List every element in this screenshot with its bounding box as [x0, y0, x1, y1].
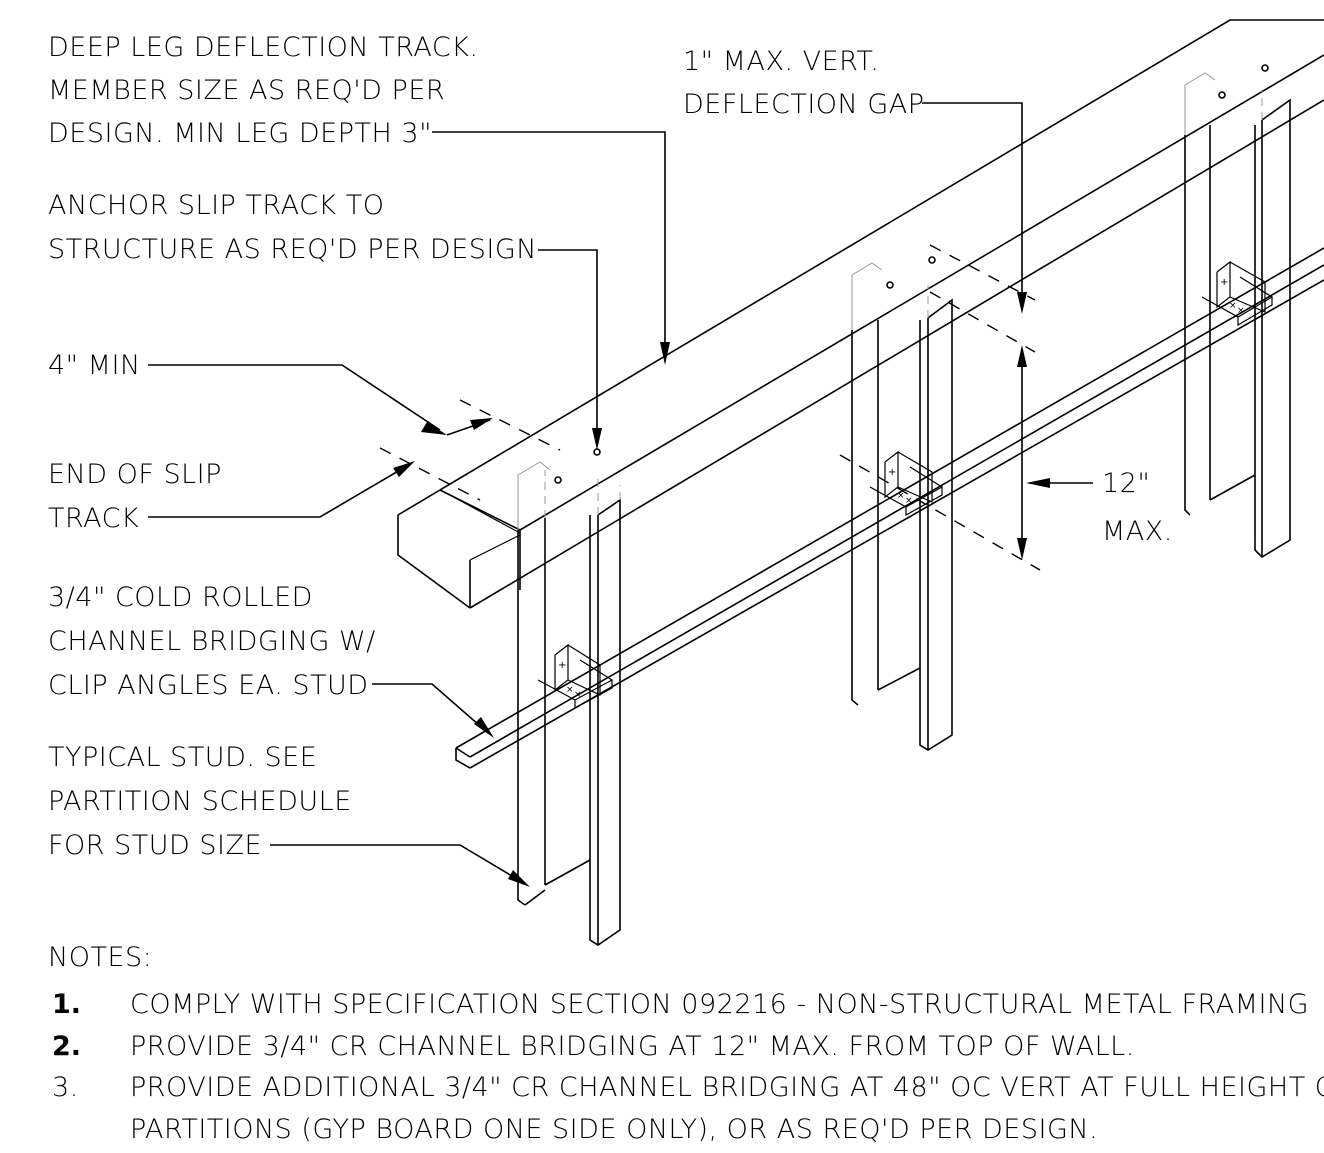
label-12-max-line2: MAX.: [1102, 516, 1173, 547]
label-anchor-slip: ANCHOR SLIP TRACK TO STRUCTURE AS REQ'D …: [48, 190, 537, 265]
label-vert-gap-line2: DEFLECTION GAP: [683, 89, 925, 120]
leaders: [148, 102, 1093, 887]
label-deflection-track-line1: DEEP LEG DEFLECTION TRACK.: [48, 32, 479, 63]
notes-section: NOTES: 1. COMPLY WITH SPECIFICATION SECT…: [48, 942, 1324, 1145]
label-vert-gap: 1" MAX. VERT. DEFLECTION GAP: [683, 46, 925, 120]
four-min-dash-lines: [379, 399, 561, 501]
cr-channel-bridging: [455, 247, 1324, 769]
note-1-number: 1.: [52, 989, 81, 1020]
stud-1: [517, 461, 621, 946]
label-12-max-line1: 12": [1102, 468, 1150, 499]
note-2-text: PROVIDE 3/4" CR CHANNEL BRIDGING AT 12" …: [130, 1031, 1135, 1062]
label-typical-stud-line2: PARTITION SCHEDULE: [48, 786, 352, 817]
label-typical-stud-line1: TYPICAL STUD. SEE: [48, 742, 317, 773]
clip-angle-1: + × ×: [537, 643, 614, 710]
label-4-min: 4" MIN: [48, 350, 141, 381]
note-3-text-line2: PARTITIONS (GYP BOARD ONE SIDE ONLY), OR…: [130, 1114, 1098, 1145]
label-typical-stud: TYPICAL STUD. SEE PARTITION SCHEDULE FOR…: [48, 742, 352, 861]
label-anchor-slip-line1: ANCHOR SLIP TRACK TO: [48, 190, 384, 221]
deflection-track: [397, 19, 1324, 609]
label-12-max: 12" MAX.: [1102, 468, 1173, 547]
svg-text:+: +: [1220, 277, 1228, 288]
label-cold-rolled-line2: CHANNEL BRIDGING W/: [48, 626, 376, 657]
note-2-number: 2.: [52, 1031, 81, 1062]
label-deflection-track-line3: DESIGN. MIN LEG DEPTH 3": [48, 118, 432, 149]
label-deflection-track: DEEP LEG DEFLECTION TRACK. MEMBER SIZE A…: [48, 32, 479, 149]
svg-text:+: +: [558, 660, 566, 671]
label-vert-gap-line1: 1" MAX. VERT.: [683, 46, 879, 77]
svg-text:×: ×: [1229, 301, 1237, 311]
svg-text:×: ×: [897, 491, 905, 501]
svg-text:+: +: [888, 467, 896, 478]
label-cold-rolled: 3/4" COLD ROLLED CHANNEL BRIDGING W/ CLI…: [48, 582, 376, 701]
label-end-slip: END OF SLIP TRACK: [48, 459, 222, 534]
label-deflection-track-line2: MEMBER SIZE AS REQ'D PER: [48, 75, 445, 106]
notes-heading: NOTES:: [48, 942, 152, 973]
label-anchor-slip-line2: STRUCTURE AS REQ'D PER DESIGN: [48, 234, 537, 265]
label-cold-rolled-line1: 3/4" COLD ROLLED: [48, 582, 313, 613]
label-end-slip-line1: END OF SLIP: [48, 459, 222, 490]
clip-angle-3: + × ×: [1201, 260, 1274, 327]
label-cold-rolled-line3: CLIP ANGLES EA. STUD: [48, 670, 369, 701]
note-1-text: COMPLY WITH SPECIFICATION SECTION 092216…: [130, 989, 1309, 1020]
vertical-dimensions: [839, 244, 1041, 571]
svg-text:×: ×: [905, 496, 913, 506]
clip-angle-2: + × ×: [869, 450, 944, 517]
label-typical-stud-line3: FOR STUD SIZE: [48, 830, 262, 861]
svg-text:×: ×: [574, 690, 582, 700]
svg-text:×: ×: [1237, 306, 1245, 316]
label-end-slip-line2: TRACK: [48, 503, 139, 534]
svg-text:×: ×: [566, 685, 574, 695]
note-3-number: 3.: [52, 1072, 79, 1103]
note-3-text-line1: PROVIDE ADDITIONAL 3/4" CR CHANNEL BRIDG…: [130, 1072, 1324, 1103]
drawing-geometry: + × × + × × + × ×: [379, 19, 1324, 946]
stud-3: [1184, 64, 1291, 559]
